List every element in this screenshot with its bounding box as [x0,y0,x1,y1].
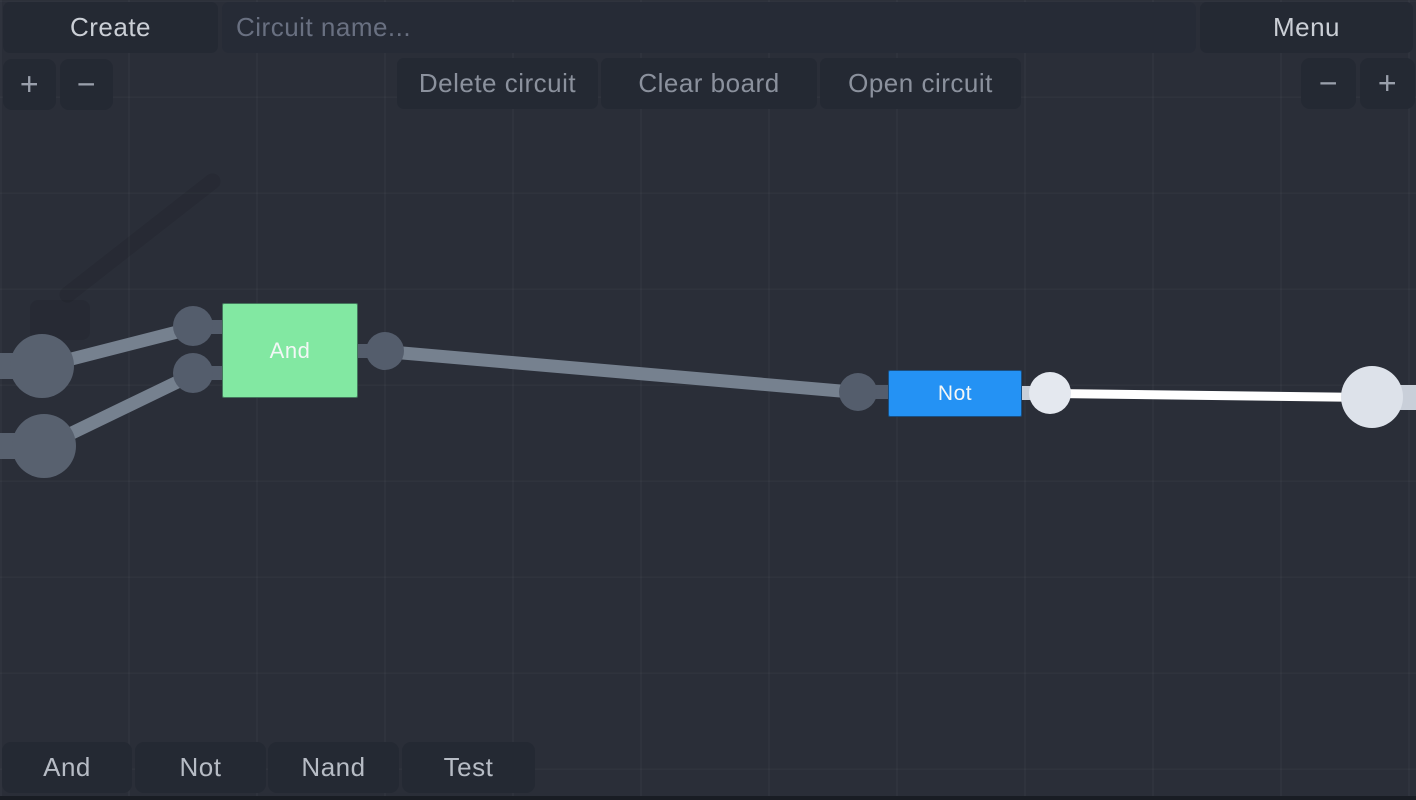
menu-button[interactable]: Menu [1200,2,1413,53]
palette-item-not[interactable]: Not [135,742,266,793]
open-circuit-button[interactable]: Open circuit [820,58,1021,109]
ghost-mark [30,300,90,340]
and-gate-input-pin-2[interactable] [173,353,213,393]
create-button[interactable]: Create [3,2,218,53]
zoom-in-button-right[interactable]: + [1360,58,1415,109]
bottom-edge-strip [0,796,1416,800]
circuit-name-input[interactable] [222,2,1196,53]
palette-item-nand[interactable]: Nand [268,742,399,793]
and-gate-label: And [269,337,311,363]
ghost-mark [56,170,224,306]
delete-circuit-button[interactable]: Delete circuit [397,58,598,109]
zoom-out-button-left[interactable]: − [60,59,113,110]
not-gate[interactable]: Not [888,370,1022,417]
clear-board-button[interactable]: Clear board [601,58,817,109]
circuit-input-node-2[interactable] [12,414,76,478]
and-gate-input-pin-1[interactable] [173,306,213,346]
wire-not-to-output-active [1049,388,1375,402]
not-gate-output-pin-active[interactable] [1029,372,1071,414]
zoom-out-button-right[interactable]: − [1301,58,1356,109]
palette-item-test[interactable]: Test [402,742,535,793]
palette-item-and[interactable]: And [2,742,132,793]
circuit-input-node-1[interactable] [10,334,74,398]
and-gate-output-pin[interactable] [366,332,404,370]
circuit-output-node-active[interactable] [1341,366,1403,428]
not-gate-input-pin[interactable] [839,373,877,411]
not-gate-label: Not [937,381,973,405]
wire-and-to-not [384,344,860,399]
zoom-in-button-left[interactable]: + [3,59,56,110]
and-gate[interactable]: And [222,303,358,398]
